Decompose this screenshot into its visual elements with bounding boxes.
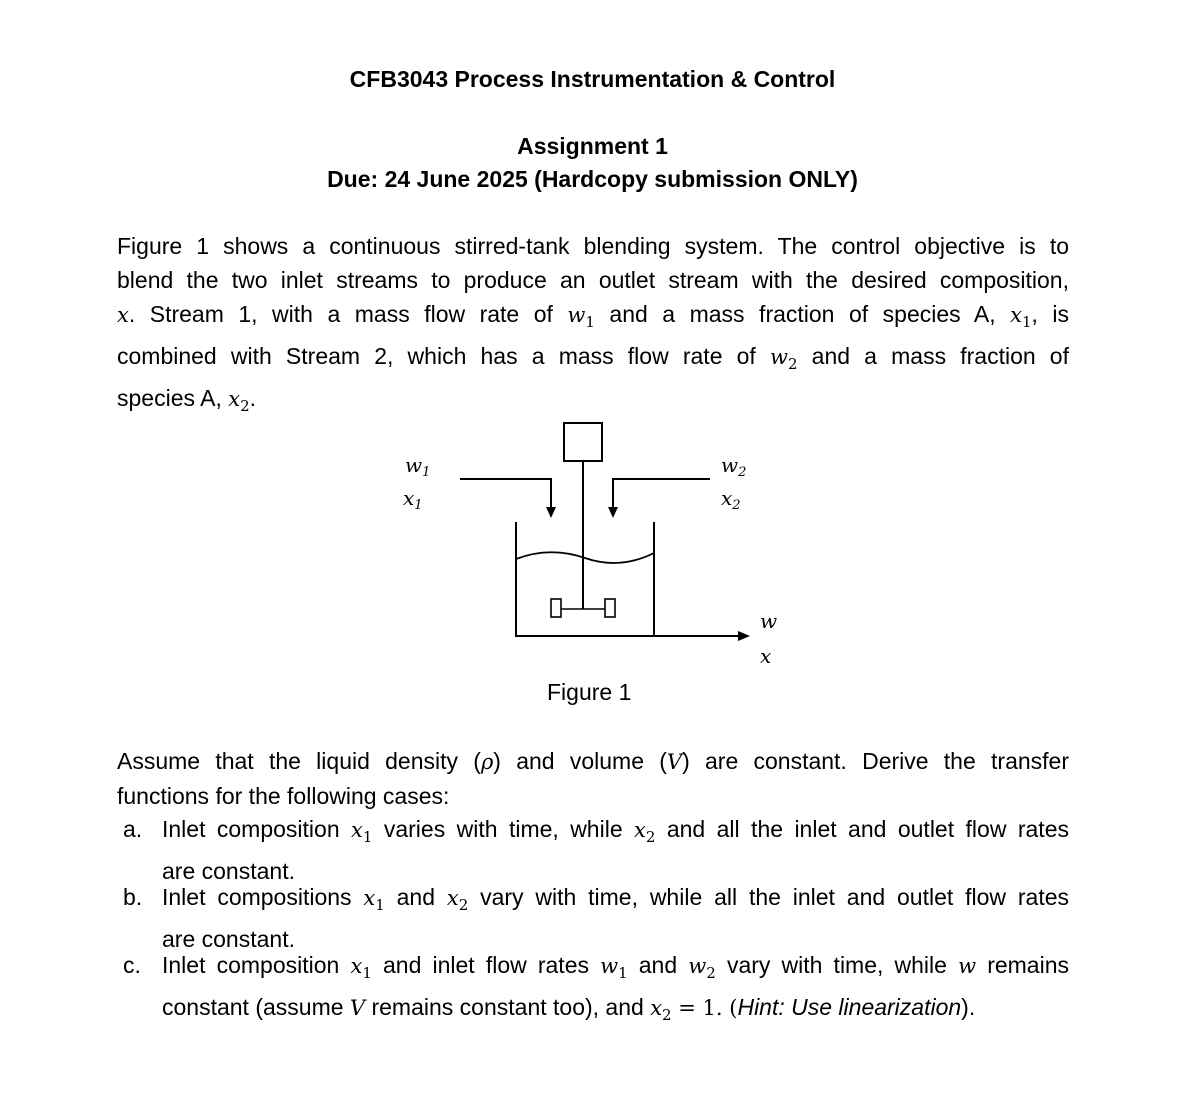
assume-text: ) and volume ( [493, 748, 667, 774]
intro-line-2: blend the two inlet streams to produce a… [117, 267, 1069, 293]
liquid-surface [515, 551, 655, 564]
intro-line-5: species A, x2. [117, 381, 1069, 423]
label-w2: w2 [721, 453, 746, 480]
inlet-pipe-2 [612, 478, 710, 510]
blending-tank-figure: w1 x1 w2 x2 w x [403, 422, 777, 668]
var-x2: x2 [650, 996, 672, 1024]
assumption-paragraph: Assume that the liquid density (ρ) and v… [117, 744, 1069, 813]
hint-text: Hint: Use linearization [737, 994, 962, 1020]
var-w2: w2 [769, 345, 798, 373]
case-a-line-1: Inlet composition x1 varies with time, w… [162, 816, 1069, 846]
var-w: w [958, 954, 977, 978]
intro-line-1: Figure 1 shows a continuous stirred-tank… [117, 233, 1069, 259]
intro-text: and a mass fraction of species A, [594, 301, 1011, 327]
label-x: x [760, 644, 771, 668]
intro-text: combined with Stream 2, which has a mass… [117, 343, 770, 369]
var-x1: x1 [363, 886, 385, 914]
var-rho: ρ [480, 750, 494, 774]
case-a-marker: a. [123, 816, 143, 842]
tank-wall [515, 522, 655, 637]
case-c-line-1: Inlet composition x1 and inlet flow rate… [162, 952, 1069, 982]
assume-text: Assume that the liquid density ( [117, 748, 481, 774]
impeller-right-blade [604, 598, 616, 618]
var-w2: w2 [688, 954, 716, 982]
outlet-arrow [738, 631, 750, 641]
var-w1: w1 [600, 954, 628, 982]
motor-box [563, 422, 603, 462]
case-b-line-1: Inlet compositions x1 and x2 vary with t… [162, 884, 1070, 914]
figure-caption: Figure 1 [547, 679, 632, 705]
intro-line-3: x. Stream 1, with a mass flow rate of w1… [117, 297, 1069, 339]
intro-paragraph: Figure 1 shows a continuous stirred-tank… [117, 229, 1069, 423]
var-x1: x1 [350, 954, 372, 982]
intro-line-4: combined with Stream 2, which has a mass… [117, 339, 1069, 381]
assume-text: ) are constant. Derive the transfer [682, 748, 1069, 774]
assume-line-2: functions for the following cases: [117, 783, 450, 809]
impeller-left-blade [550, 598, 562, 618]
var-x: x [117, 303, 129, 327]
var-w1: w1 [567, 303, 595, 331]
var-x1: x1 [351, 818, 373, 846]
intro-text: . Stream 1, with a mass flow rate of [128, 301, 568, 327]
course-title: CFB3043 Process Instrumentation & Contro… [349, 66, 836, 92]
label-x2: x2 [721, 486, 741, 513]
case-b-line-2: are constant. [162, 926, 295, 952]
intro-text: . [249, 385, 257, 411]
intro-text: species A, [117, 385, 229, 411]
inlet-arrow-2 [608, 507, 618, 518]
var-x2: x2 [446, 886, 469, 914]
case-c-marker: c. [123, 952, 141, 978]
intro-text: , is [1031, 301, 1070, 327]
case-a-line-2: are constant. [162, 858, 295, 884]
intro-text: and a mass fraction of [797, 343, 1069, 369]
var-x2: x2 [228, 387, 250, 415]
label-x1: x1 [403, 486, 423, 513]
inlet-pipe-1 [460, 478, 552, 510]
var-V: V [666, 750, 683, 774]
label-w: w [760, 609, 777, 633]
case-b-marker: b. [123, 884, 143, 910]
var-x1: x1 [1010, 303, 1032, 331]
inlet-arrow-1 [546, 507, 556, 518]
var-V: V [349, 996, 366, 1020]
due-date: Due: 24 June 2025 (Hardcopy submission O… [327, 166, 858, 192]
var-x2: x2 [634, 818, 656, 846]
case-c-line-2: constant (assume V remains constant too)… [162, 994, 976, 1024]
label-w1: w1 [405, 453, 430, 480]
assume-line-1: Assume that the liquid density (ρ) and v… [117, 744, 1069, 779]
assignment-title: Assignment 1 [517, 133, 668, 159]
